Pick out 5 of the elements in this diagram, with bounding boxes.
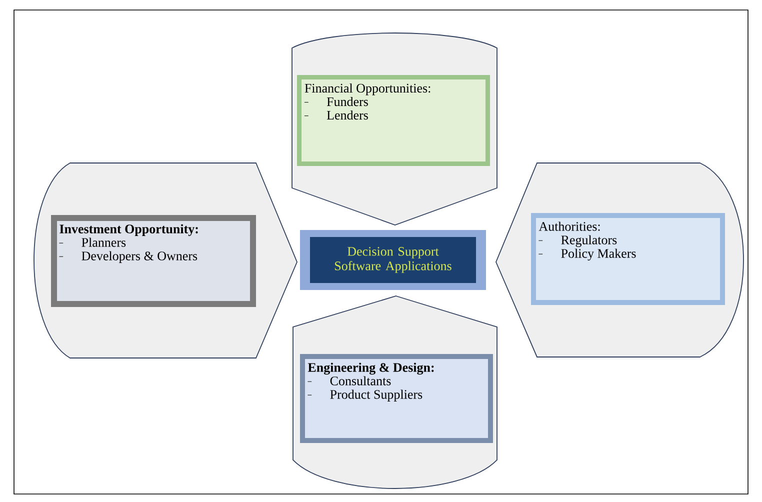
- text-box: Financial Opportunities: Funders Lenders: [297, 75, 490, 166]
- text-box: Investment Opportunity: Planners Developers & Owners: [51, 215, 256, 307]
- text-box: Authorities: Regulators Policy Makers: [531, 213, 725, 305]
- center-box: Decision Support Software Applications: [300, 230, 486, 290]
- text-box: Engineering & Design: Consultants Product Suppliers: [300, 354, 493, 443]
